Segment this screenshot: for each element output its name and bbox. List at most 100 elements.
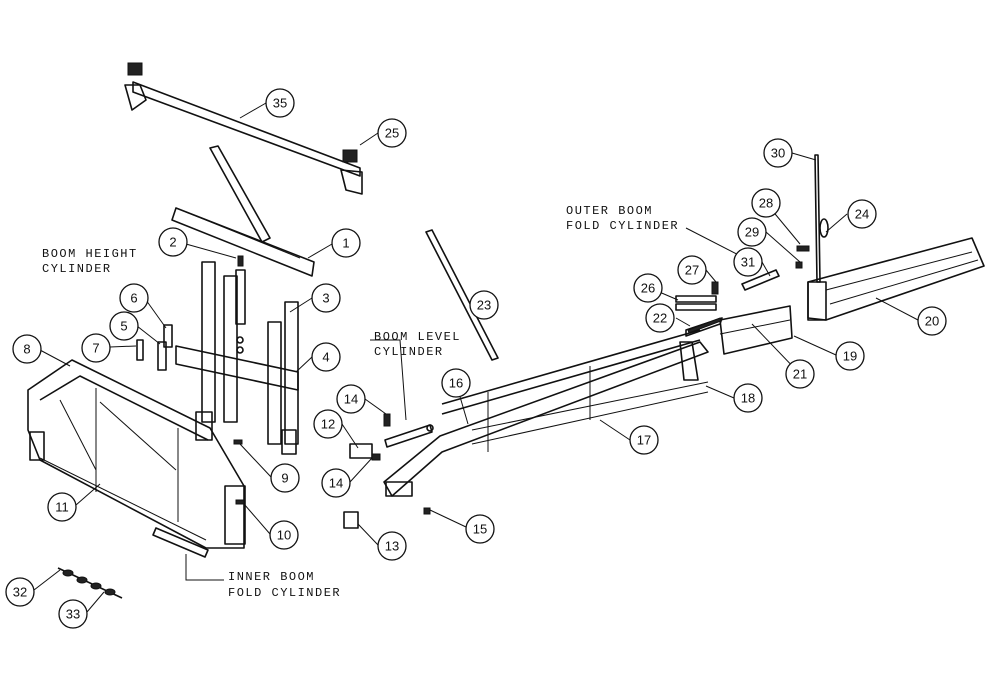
callout-15: 15 — [465, 514, 495, 544]
outer-boom-line2: FOLD CYLINDER — [566, 219, 679, 233]
boom-height-line1: BOOM HEIGHT — [42, 247, 138, 261]
svg-text:26: 26 — [641, 281, 655, 296]
svg-text:10: 10 — [277, 528, 291, 543]
svg-text:19: 19 — [843, 349, 857, 364]
svg-text:17: 17 — [637, 433, 651, 448]
svg-text:14: 14 — [344, 392, 358, 407]
svg-text:24: 24 — [855, 207, 869, 222]
callout-33: 33 — [58, 599, 88, 629]
callout-13: 13 — [377, 531, 407, 561]
svg-text:18: 18 — [741, 391, 755, 406]
svg-text:9: 9 — [281, 471, 288, 486]
callout-5: 5 — [109, 311, 139, 341]
part-boom-level-cylinder — [384, 424, 434, 448]
part-20-outer-boom — [795, 154, 985, 321]
svg-text:15: 15 — [473, 522, 487, 537]
callout-11: 11 — [47, 492, 77, 522]
part-8-center-frame — [27, 359, 246, 549]
callout-9: 9 — [270, 463, 300, 493]
part-26-27-cylinders — [675, 281, 719, 311]
callout-21: 21 — [785, 359, 815, 389]
callout-27: 27 — [677, 255, 707, 285]
part-23-rod — [425, 229, 499, 361]
label-inner-boom-fold-cylinder: INNER BOOM FOLD CYLINDER — [228, 570, 341, 600]
callout-17: 17 — [629, 425, 659, 455]
svg-text:35: 35 — [273, 96, 287, 111]
svg-text:25: 25 — [385, 126, 399, 141]
svg-text:29: 29 — [745, 225, 759, 240]
callout-16: 16 — [441, 368, 471, 398]
svg-text:33: 33 — [66, 607, 80, 622]
callout-6: 6 — [119, 283, 149, 313]
part-32-33-chain — [57, 567, 123, 599]
inner-boom-line1: INNER BOOM — [228, 570, 315, 584]
callout-32: 32 — [5, 577, 35, 607]
part-inner-fold-cylinder — [152, 527, 209, 558]
outer-boom-line1: OUTER BOOM — [566, 204, 653, 218]
callout-2: 2 — [158, 227, 188, 257]
callout-26: 26 — [633, 273, 663, 303]
svg-text:21: 21 — [793, 367, 807, 382]
svg-text:23: 23 — [477, 298, 491, 313]
callout-29: 29 — [737, 217, 767, 247]
callout-10: 10 — [269, 520, 299, 550]
svg-text:4: 4 — [322, 350, 329, 365]
svg-text:30: 30 — [771, 146, 785, 161]
svg-text:16: 16 — [449, 376, 463, 391]
label-boom-level-cylinder: BOOM LEVEL CYLINDER — [374, 330, 461, 359]
svg-text:11: 11 — [55, 500, 69, 515]
part-outer-fold-cylinder — [741, 269, 780, 291]
svg-text:14: 14 — [329, 476, 343, 491]
part-35-top-bar — [124, 62, 363, 195]
part-1-upper-beam — [171, 145, 315, 277]
callout-14a: 14 — [336, 384, 366, 414]
svg-text:27: 27 — [685, 263, 699, 278]
callout-28: 28 — [751, 188, 781, 218]
callout-19: 19 — [835, 341, 865, 371]
part-5-6-7-plates — [136, 324, 173, 371]
part-12-15-hardware — [343, 413, 431, 529]
callout-12: 12 — [313, 409, 343, 439]
part-3-4-mast-frame — [175, 261, 299, 455]
callout-20: 20 — [917, 306, 947, 336]
label-outer-boom-fold-cylinder: OUTER BOOM FOLD CYLINDER — [566, 204, 679, 233]
callout-35: 35 — [265, 88, 295, 118]
svg-text:6: 6 — [130, 291, 137, 306]
svg-text:8: 8 — [23, 342, 30, 357]
callout-24: 24 — [847, 199, 877, 229]
svg-text:3: 3 — [322, 291, 329, 306]
boom-level-line1: BOOM LEVEL — [374, 330, 461, 344]
svg-text:22: 22 — [653, 311, 667, 326]
svg-text:28: 28 — [759, 196, 773, 211]
svg-text:7: 7 — [92, 341, 99, 356]
svg-text:13: 13 — [385, 539, 399, 554]
inner-boom-line2: FOLD CYLINDER — [228, 586, 341, 600]
callout-22: 22 — [645, 303, 675, 333]
callout-14b: 14 — [321, 468, 351, 498]
svg-text:1: 1 — [342, 236, 349, 251]
callout-23: 23 — [469, 290, 499, 320]
callout-4: 4 — [311, 342, 341, 372]
callout-8: 8 — [12, 334, 42, 364]
svg-text:32: 32 — [13, 585, 27, 600]
svg-text:20: 20 — [925, 314, 939, 329]
boom-height-line2: CYLINDER — [42, 262, 112, 276]
callout-31: 31 — [733, 247, 763, 277]
svg-text:5: 5 — [120, 319, 127, 334]
part-16-17-18-inner-boom — [383, 329, 709, 497]
part-19-21-22-hinge — [685, 305, 793, 355]
svg-text:12: 12 — [321, 417, 335, 432]
callout-1: 1 — [331, 228, 361, 258]
callout-3: 3 — [311, 283, 341, 313]
boom-level-line2: CYLINDER — [374, 345, 444, 359]
callout-bubbles: 1 2 3 4 5 6 7 8 9 10 11 12 13 14 14 15 1… — [5, 88, 947, 629]
part-9-10-pins — [233, 439, 245, 505]
svg-text:2: 2 — [169, 235, 176, 250]
callout-30: 30 — [763, 138, 793, 168]
leader-lines — [33, 102, 919, 613]
callout-7: 7 — [81, 333, 111, 363]
callout-18: 18 — [733, 383, 763, 413]
svg-text:31: 31 — [741, 255, 755, 270]
